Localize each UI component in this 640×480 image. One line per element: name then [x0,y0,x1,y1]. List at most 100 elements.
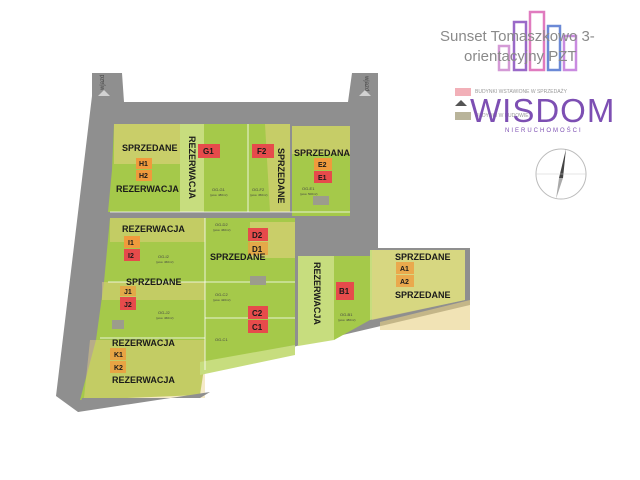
house-c1[interactable] [248,320,268,333]
legend-arrow-icon [455,100,467,106]
code-c2: C2 [252,309,263,318]
plot-label-j2: OG-J2 [158,310,171,315]
house-i1[interactable] [124,236,140,248]
plot-i [104,218,205,282]
status-d: SPRZEDANE [210,252,266,262]
status-a1: SPRZEDANE [395,252,451,262]
status-h: SPRZEDANE [122,143,178,153]
code-f2: F2 [257,147,267,156]
code-j1: J1 [124,289,132,296]
brand-tagline: NIERUCHOMOŚCI [505,128,583,134]
plot-area-b1: (pow. 480m²) [338,318,356,322]
code-b1: B1 [339,287,350,296]
code-d2: D2 [252,231,263,240]
plot-b-strip [298,256,334,346]
plot-e-overlay [292,126,350,154]
plot-h-overlay [114,124,180,164]
house-grey-j [112,320,124,329]
legend-swatch-build [455,112,471,120]
plot-k-bottom [78,392,210,412]
status-h2: REZERWACJA [116,184,179,194]
brand-logo: WISDOM [470,92,616,129]
status-i: REZERWACJA [122,224,185,234]
status-k2: REZERWACJA [112,375,175,385]
house-a1[interactable] [396,262,414,274]
status-g: REZERWACJA [187,136,197,199]
plot-label-g1: OG-G1 [212,187,226,192]
plot-a-extra [380,300,470,330]
plot-area-d2: (pow. 460m²) [213,228,231,232]
plot-label-f2: OG-F2 [252,187,265,192]
legend-label-2: BUDYNKI W BUDOWIE [475,113,529,119]
plot-area-c2: (pow. 420m²) [213,298,231,302]
plot-area-f2: (pow. 450m²) [250,193,268,197]
code-d1: D1 [252,245,263,254]
house-a2[interactable] [396,275,414,287]
house-k1[interactable] [110,348,126,360]
house-d1[interactable] [248,242,268,255]
plot-g1 [204,124,248,212]
house-h1[interactable] [136,158,152,169]
status-f: SPRZEDANE [276,148,286,204]
compass-icon [535,148,587,200]
code-i1: I1 [128,240,134,247]
code-i2: I2 [128,253,134,260]
status-labels: SPRZEDANE REZERWACJA REZERWACJA SPRZEDAN… [112,136,451,385]
code-h2: H2 [139,173,148,180]
house-grey-e [313,196,329,205]
entry-arrow-right [359,90,371,96]
plot-area-i2: (pow. 460m²) [156,260,174,264]
status-j: SPRZEDANE [126,277,182,287]
house-j2[interactable] [120,297,136,310]
house-h2[interactable] [136,170,152,181]
house-i2[interactable] [124,249,140,261]
house-grey-d [250,276,266,285]
house-k2[interactable] [110,361,126,373]
entry-arrow-left [98,90,110,96]
legend-label-1: BUDYNKI WSTAWIONE W SPRZEDAŻY [475,89,567,95]
code-c1: C1 [252,323,263,332]
code-j2: J2 [124,302,132,309]
code-a1: A1 [400,266,409,273]
plot-label-i2: OG-I2 [158,254,170,259]
plot-label-c1: OG-C1 [215,337,228,342]
house-d2[interactable] [248,228,268,241]
status-b: REZERWACJA [312,262,322,325]
code-h1: H1 [139,161,148,168]
plot-label-e1: OG-E1 [302,186,315,191]
plot-label-b1: OG-B1 [340,312,353,317]
plot-label-c2: OG-C2 [215,292,228,297]
plot-a-overlay [372,250,465,320]
plot-numbers: OG-G1 (pow. 480m²) OG-F2 (pow. 450m²) OG… [156,186,356,342]
code-e2: E2 [318,162,327,169]
city-logo-icon [497,10,578,72]
legend-swatch-sold [455,88,471,96]
house-e2[interactable] [314,158,332,170]
code-k1: K1 [114,352,123,359]
house-b1[interactable] [336,282,354,300]
entry-right: wjazd [363,75,369,91]
entry-left: wjazd [100,75,106,91]
house-labels: H1 H2 G1 F2 E2 E1 I1 I2 D2 D1 J1 J2 C2 C… [114,147,409,372]
house-c2[interactable] [248,306,268,319]
code-g1: G1 [203,147,214,156]
house-e1[interactable] [314,171,332,183]
plot-label-d2: OG-D2 [215,222,228,227]
page-title-line1: Sunset Tomaszkowo 3- [440,28,595,45]
code-e1: E1 [318,175,327,182]
house-g1[interactable] [198,144,220,158]
status-k1: REZERWACJA [112,338,175,348]
code-a2: A2 [400,279,409,286]
plot-area-g1: (pow. 480m²) [210,193,228,197]
status-a2: SPRZEDANE [395,290,451,300]
plot-k-overlay [84,340,205,398]
page-title-line2: orientacyjny PZT [464,48,577,65]
plot-area-j2: (pow. 460m²) [156,316,174,320]
plot-area-e1: (pow. 500m²) [300,192,318,196]
plots [78,124,470,412]
green-strip [200,345,295,375]
house-j1[interactable] [120,286,136,296]
houses [110,144,414,373]
house-f2[interactable] [252,144,274,158]
